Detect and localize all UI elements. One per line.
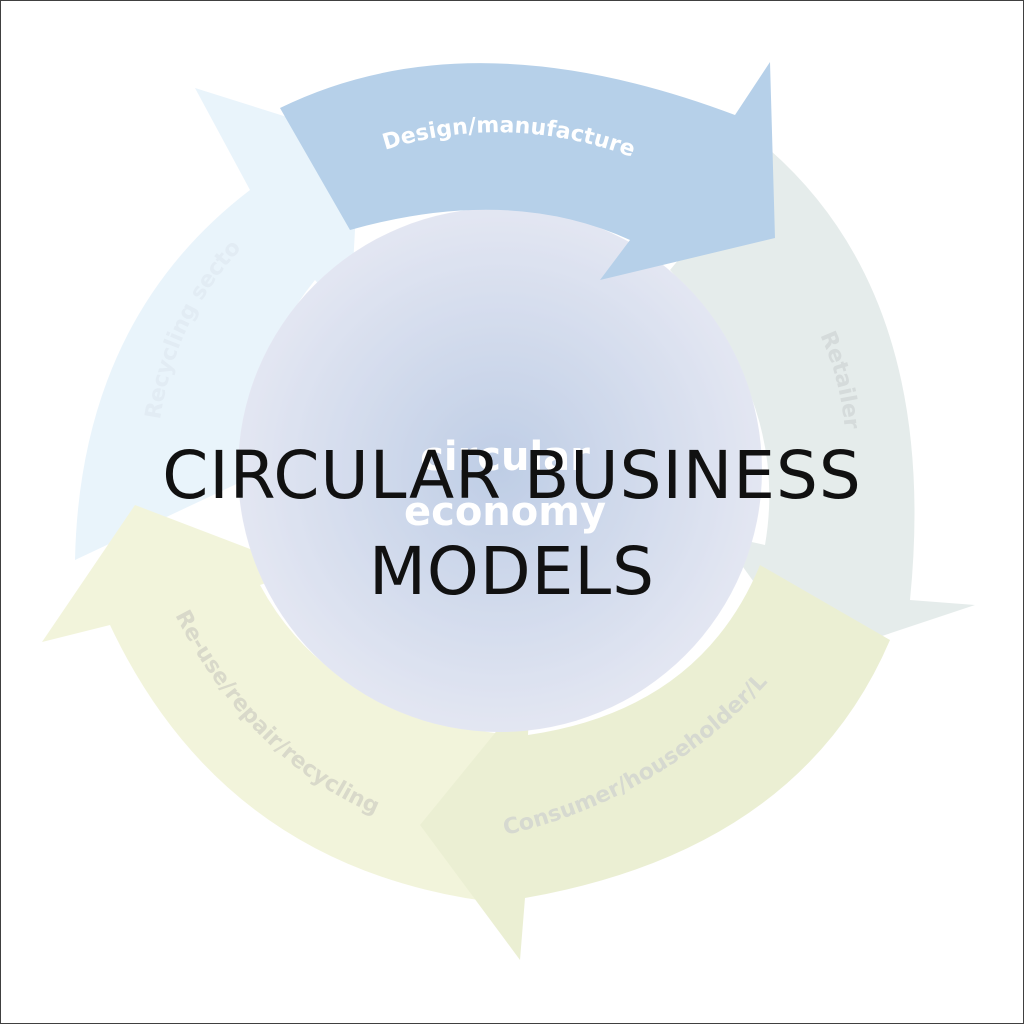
reuse-arrow	[42, 505, 520, 905]
consumer-arrow	[420, 565, 890, 960]
center-label-line2: economy	[404, 489, 606, 535]
design-manufacture-arrow	[280, 62, 775, 280]
title-line-1: CIRCULAR BUSINESS	[162, 437, 862, 514]
recycling-sector-arrow	[75, 88, 360, 560]
center-circle	[238, 208, 762, 732]
title-line-2: MODELS	[368, 533, 656, 610]
retailer-arrow	[670, 150, 975, 660]
center-label-line1: circular	[420, 434, 590, 480]
page-title: CIRCULAR BUSINESS MODELS	[0, 428, 1024, 620]
